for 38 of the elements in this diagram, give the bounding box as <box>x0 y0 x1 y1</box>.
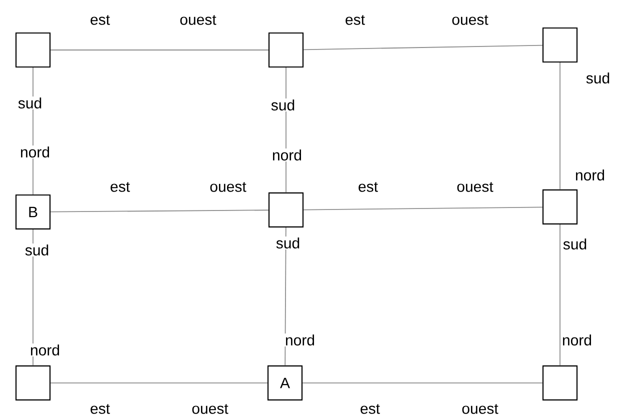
direction-label: sud <box>16 96 44 110</box>
direction-label: est <box>89 403 111 415</box>
direction-label: ouest <box>178 14 218 26</box>
empty-box <box>268 32 304 68</box>
labeled-box: A <box>267 365 303 401</box>
direction-label: est <box>109 181 131 193</box>
direction-label: sud <box>270 98 296 112</box>
direction-label: sud <box>24 243 50 256</box>
empty-box <box>15 32 51 68</box>
direction-label: est <box>89 14 111 26</box>
empty-box <box>542 365 578 401</box>
connector-line <box>50 382 268 384</box>
direction-label: est <box>359 403 381 415</box>
direction-label: nord <box>284 333 316 346</box>
connector-line <box>302 382 543 384</box>
direction-label: nord <box>561 333 594 346</box>
direction-label: sud <box>562 237 588 250</box>
empty-box <box>542 27 578 63</box>
direction-label: nord <box>574 168 606 182</box>
labeled-box: B <box>15 194 51 230</box>
connector-line <box>50 210 269 212</box>
direction-label: ouest <box>208 181 248 193</box>
direction-label: est <box>357 181 379 193</box>
direction-label: nord <box>19 145 52 158</box>
direction-label: est <box>344 14 366 26</box>
direction-label: sud <box>584 71 612 84</box>
direction-label: ouest <box>450 14 490 26</box>
direction-label: nord <box>271 148 304 162</box>
connector-line <box>303 206 543 210</box>
empty-box <box>268 192 304 228</box>
direction-label: nord <box>29 343 62 356</box>
direction-label: sud <box>274 236 302 250</box>
direction-label: ouest <box>456 181 494 193</box>
direction-label: ouest <box>460 403 500 415</box>
direction-label: ouest <box>190 403 230 415</box>
connector-line <box>303 44 543 50</box>
empty-box <box>542 189 578 225</box>
empty-box <box>15 365 51 401</box>
